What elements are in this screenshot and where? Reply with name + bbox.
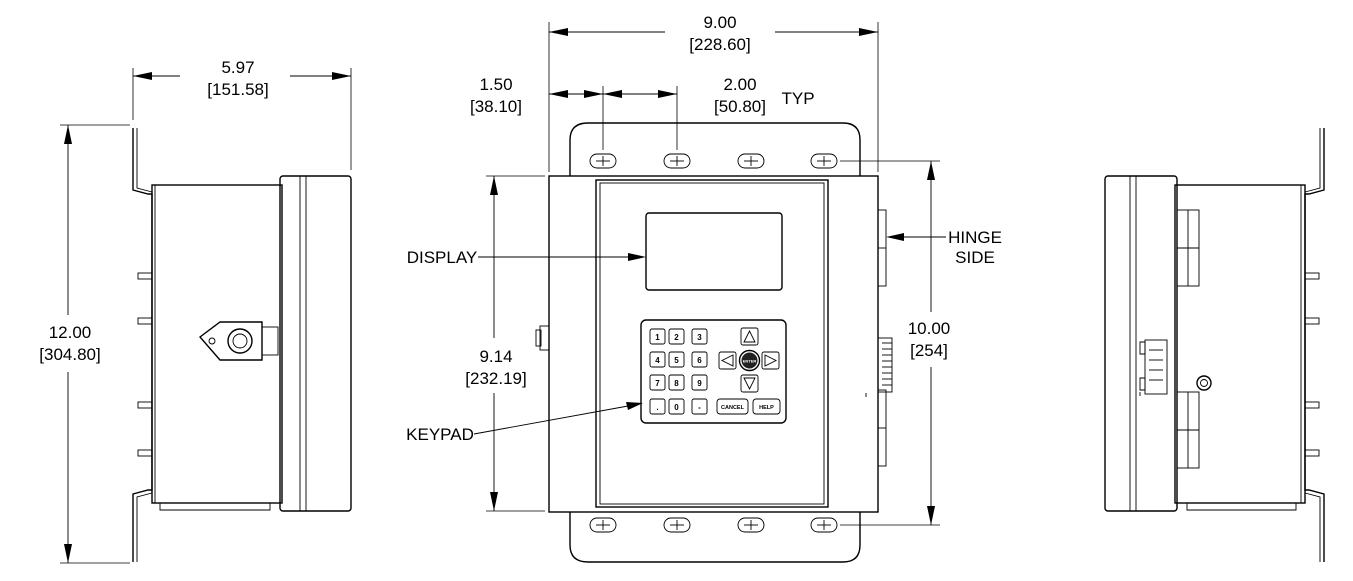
right-mounting-bracket xyxy=(1304,128,1325,562)
key-4: 4 xyxy=(655,356,660,365)
top-mounting-plate xyxy=(569,122,861,176)
mounting-slot-icon xyxy=(810,153,838,169)
enclosure-height-value: 9.14 xyxy=(479,347,512,366)
key-6: 6 xyxy=(697,356,702,365)
slot-pitch-suffix: TYP xyxy=(781,89,814,108)
mount-spacing-value: 10.00 xyxy=(908,319,951,338)
left-arrow-icon xyxy=(718,351,737,370)
front-door-panel xyxy=(595,179,829,508)
label-keypad: KEYPAD xyxy=(406,425,474,444)
left-mounting-bracket xyxy=(132,128,153,562)
left-door xyxy=(279,175,352,512)
dimension-width-overall: 9.00 [228.60] xyxy=(548,13,879,172)
enclosure-height-metric: [232.19] xyxy=(465,369,526,388)
slot-pitch-metric: [50.80] xyxy=(714,97,766,116)
mounting-slot-icon xyxy=(663,517,691,533)
cable-gland-icon xyxy=(1196,375,1212,391)
slot-offset-value: 1.50 xyxy=(479,75,512,94)
key-8: 8 xyxy=(674,379,679,388)
left-side-view xyxy=(132,128,352,562)
dimension-mount-spacing: 10.00 [254] xyxy=(840,160,951,526)
dimension-height-overall: 12.00 [304.80] xyxy=(39,124,130,564)
latch-icon xyxy=(198,321,279,361)
key-7: 7 xyxy=(655,379,660,388)
right-terminal-connector xyxy=(1139,339,1168,396)
up-arrow-icon xyxy=(740,327,759,346)
key-1: 1 xyxy=(655,333,660,342)
label-hinge-line1: HINGE xyxy=(948,228,1002,247)
right-door xyxy=(1104,175,1178,512)
slot-offset-metric: [38.10] xyxy=(470,97,522,116)
terminal-connector xyxy=(865,337,893,397)
right-arrow-icon xyxy=(761,351,780,370)
dimension-slot-offset: 1.50 [38.10] xyxy=(470,75,678,150)
height-overall-value: 12.00 xyxy=(49,323,92,342)
label-hinge-line2: SIDE xyxy=(955,248,995,267)
width-overall-metric: [228.60] xyxy=(689,35,750,54)
key-9: 9 xyxy=(697,379,702,388)
depth-metric: [151.58] xyxy=(207,80,268,99)
cable-gland-icon xyxy=(535,325,550,351)
bottom-mounting-plate xyxy=(569,512,861,563)
front-view: 1 2 3 4 5 6 7 8 9 . 0 - CANCEL xyxy=(406,122,1002,563)
left-enclosure-body xyxy=(151,184,283,504)
right-side-view xyxy=(1104,128,1325,562)
enter-key: ENTER xyxy=(738,349,761,372)
key-2: 2 xyxy=(674,333,679,342)
height-overall-metric: [304.80] xyxy=(39,345,100,364)
key-cancel: CANCEL xyxy=(721,405,745,411)
hinge-blocks xyxy=(877,209,887,467)
mount-spacing-metric: [254] xyxy=(910,341,948,360)
right-hinges xyxy=(1176,209,1200,469)
key-minus: - xyxy=(698,403,701,412)
dimension-slot-pitch: 2.00 [50.80] TYP xyxy=(603,75,815,116)
mounting-slot-icon xyxy=(737,517,765,533)
key-0: 0 xyxy=(674,403,679,412)
key-enter: ENTER xyxy=(743,359,757,364)
dimension-enclosure-height: 9.14 [232.19] xyxy=(465,175,545,512)
mounting-slot-icon xyxy=(589,517,617,533)
mounting-slot-icon xyxy=(810,517,838,533)
key-dot: . xyxy=(656,403,658,412)
display-window xyxy=(645,212,783,291)
mounting-slot-icon xyxy=(737,153,765,169)
label-display: DISPLAY xyxy=(407,248,478,267)
mounting-slot-icon xyxy=(663,153,691,169)
slot-pitch-value: 2.00 xyxy=(723,75,756,94)
right-enclosure-body xyxy=(1174,184,1306,504)
key-3: 3 xyxy=(697,333,702,342)
width-overall-value: 9.00 xyxy=(703,13,736,32)
dimension-depth: 5.97 [151.58] xyxy=(132,58,352,170)
depth-value: 5.97 xyxy=(221,58,254,77)
mounting-slot-icon xyxy=(589,153,617,169)
key-5: 5 xyxy=(674,356,679,365)
keypad: 1 2 3 4 5 6 7 8 9 . 0 - CANCEL xyxy=(640,319,787,424)
key-help: HELP xyxy=(759,405,774,411)
down-arrow-icon xyxy=(740,374,759,393)
